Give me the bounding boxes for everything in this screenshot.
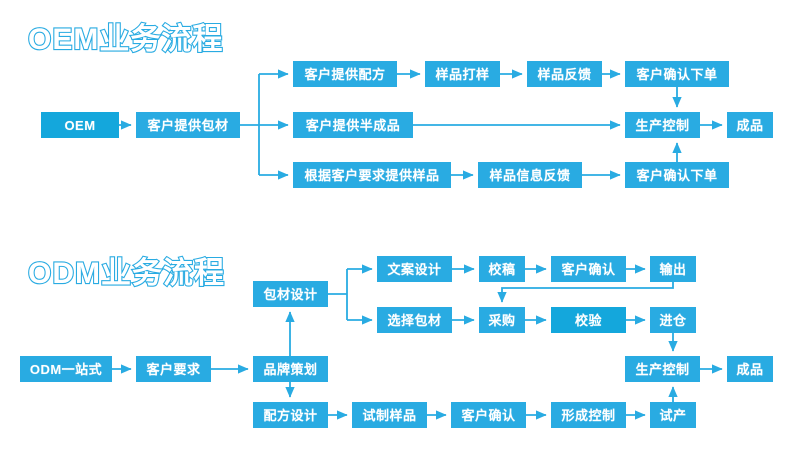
process-box-oem-req-sample[interactable]: 根据客户要求提供样品 [293, 162, 451, 188]
process-box-oem-confirm-1[interactable]: 客户确认下单 [625, 61, 729, 87]
process-box-odm-confirm-1[interactable]: 客户确认 [551, 256, 626, 282]
process-box-odm-pack-design[interactable]: 包材设计 [253, 281, 328, 307]
process-box-oem-packaging[interactable]: 客户提供包材 [136, 112, 240, 138]
process-box-odm-formula[interactable]: 配方设计 [253, 402, 328, 428]
process-box-odm-output[interactable]: 输出 [650, 256, 696, 282]
process-box-odm-finished[interactable]: 成品 [727, 356, 773, 382]
process-box-odm-confirm-2[interactable]: 客户确认 [451, 402, 526, 428]
section-title-oem: OEM业务流程 [27, 22, 224, 57]
process-box-odm-start[interactable]: ODM一站式 [20, 356, 112, 382]
section-title-odm: ODM业务流程 [27, 256, 225, 291]
process-box-oem-finished[interactable]: 成品 [727, 112, 773, 138]
process-box-odm-select-pack[interactable]: 选择包材 [377, 307, 452, 333]
process-box-odm-form-control[interactable]: 形成控制 [551, 402, 626, 428]
process-box-odm-req[interactable]: 客户要求 [136, 356, 211, 382]
process-box-odm-trial-sample[interactable]: 试制样品 [352, 402, 427, 428]
process-box-odm-purchase[interactable]: 采购 [479, 307, 525, 333]
process-box-oem-formula[interactable]: 客户提供配方 [293, 61, 397, 87]
process-box-odm-copy-design[interactable]: 文案设计 [377, 256, 452, 282]
process-box-oem-confirm-2[interactable]: 客户确认下单 [625, 162, 729, 188]
process-box-odm-warehouse[interactable]: 进仓 [650, 307, 696, 333]
process-box-oem-sample-make[interactable]: 样品打样 [425, 61, 500, 87]
process-box-oem-production[interactable]: 生产控制 [625, 112, 700, 138]
process-box-oem-sample-info[interactable]: 样品信息反馈 [478, 162, 582, 188]
connector-arrow [497, 282, 674, 303]
process-box-odm-trial-prod[interactable]: 试产 [650, 402, 696, 428]
process-box-odm-brand[interactable]: 品牌策划 [253, 356, 328, 382]
process-box-odm-production[interactable]: 生产控制 [625, 356, 700, 382]
process-box-odm-proof[interactable]: 校稿 [479, 256, 525, 282]
process-box-odm-verify[interactable]: 校验 [551, 307, 626, 333]
process-box-oem-start[interactable]: OEM [41, 112, 119, 138]
process-box-oem-sample-fb[interactable]: 样品反馈 [527, 61, 602, 87]
process-box-oem-semi[interactable]: 客户提供半成品 [293, 112, 413, 138]
